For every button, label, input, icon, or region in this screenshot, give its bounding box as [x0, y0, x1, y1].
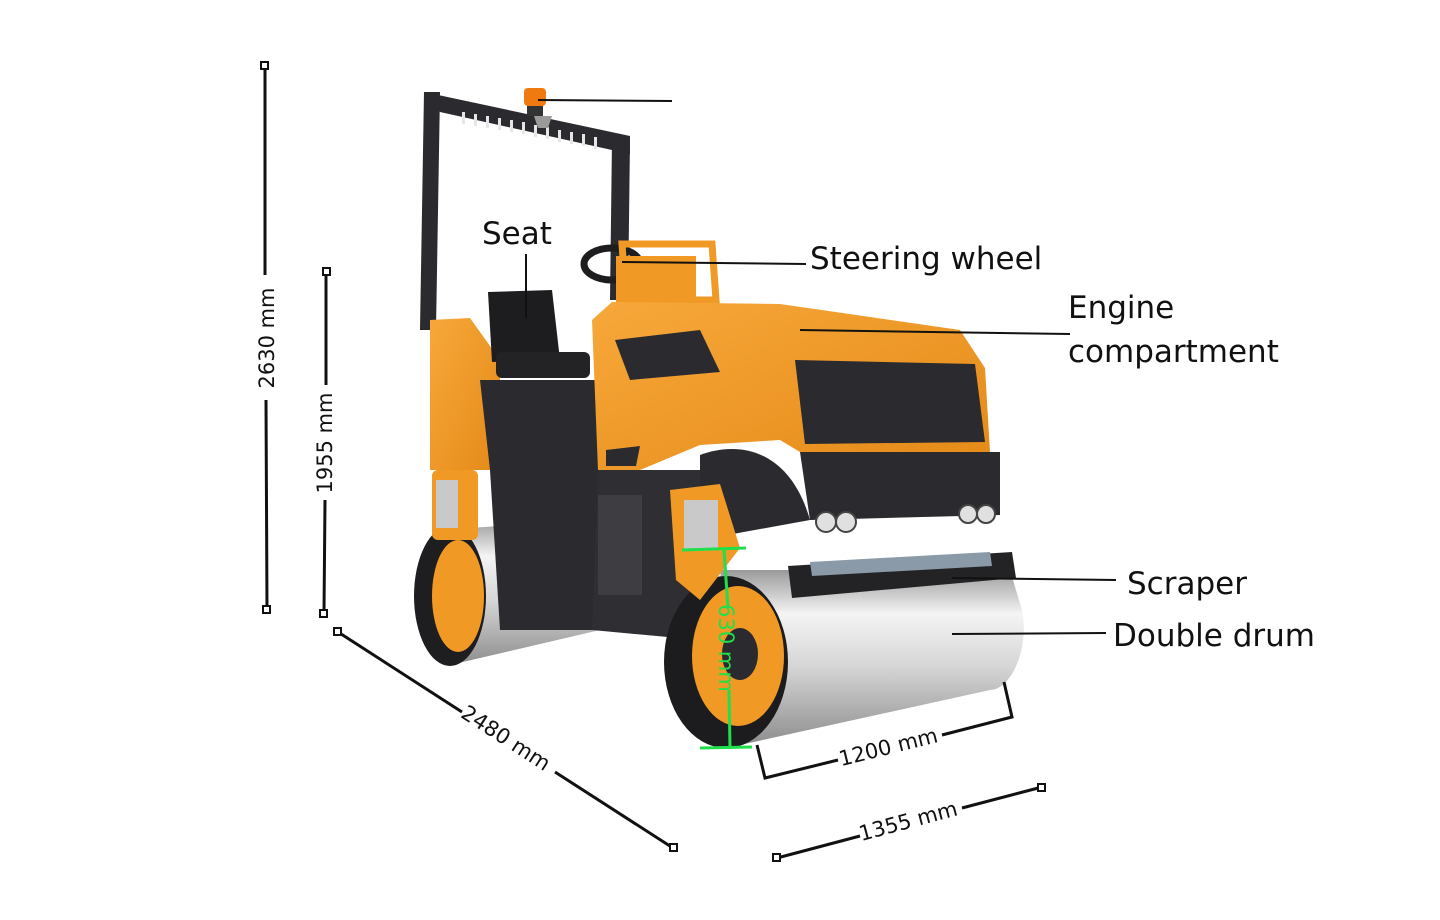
length-line-a: [337, 630, 463, 714]
width-cap-b: [1037, 783, 1046, 792]
steering-wheel-part: [580, 240, 720, 304]
engine-hood: [592, 302, 1000, 533]
overall-height-line-bottom: [264, 399, 269, 611]
double-drum-label: Double drum: [1113, 618, 1315, 654]
overall-height-cap-bottom: [262, 605, 271, 614]
operator-seat: [488, 290, 590, 378]
length-label: 2480 mm: [457, 701, 555, 776]
scraper-part: [788, 552, 1016, 598]
drum-leader: [951, 632, 1107, 635]
dimension-lines: [260, 61, 1046, 862]
rear-body: [430, 318, 600, 630]
seat-height-cap-bottom: [319, 609, 328, 618]
engine-label-line1: Engine: [1068, 290, 1174, 326]
drum-diameter-line-top: [722, 549, 730, 609]
drum-diameter-label: 630 mm: [714, 604, 738, 692]
drum-diameter-top-tick: [681, 546, 747, 552]
width-line-a: [776, 834, 861, 860]
seat-height-cap-top: [322, 267, 331, 276]
steering-wheel-label: Steering wheel: [810, 241, 1042, 277]
length-cap-a: [333, 627, 342, 636]
drum-diameter-line-bottom: [727, 689, 732, 749]
seat-height-label: 1955 mm: [313, 392, 337, 493]
drum-diameter-marker: [681, 546, 753, 750]
width-cap-a: [772, 853, 781, 862]
length-line-b: [554, 770, 674, 850]
scraper-label: Scraper: [1127, 566, 1247, 602]
drum-width-bracket-a: [755, 744, 839, 780]
overall-height-label: 2630 mm: [255, 287, 279, 388]
road-roller-machine: [414, 88, 1024, 748]
beacon-light: [524, 88, 552, 128]
beacon-leader: [537, 99, 673, 102]
width-label: 1355 mm: [856, 797, 960, 846]
drum-width-label: 1200 mm: [836, 723, 940, 771]
seat-height-line-bottom: [322, 499, 327, 613]
drum-width-bracket-b: [941, 681, 1014, 737]
overall-height-cap-top: [260, 61, 269, 70]
drum-diameter-bottom-tick: [699, 745, 753, 750]
engine-leader: [799, 329, 1071, 335]
steering-leader: [621, 261, 807, 265]
front-drum: [664, 484, 1024, 748]
leader-lines: [525, 99, 1117, 635]
width-line-b: [961, 785, 1043, 810]
length-cap-b: [669, 843, 678, 852]
seat-label: Seat: [482, 216, 552, 252]
engine-label-line2: compartment: [1068, 334, 1279, 370]
scraper-leader: [951, 577, 1117, 581]
